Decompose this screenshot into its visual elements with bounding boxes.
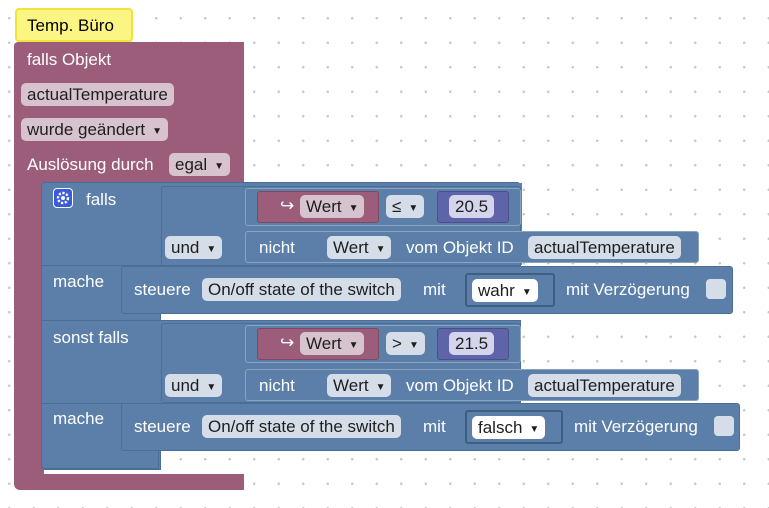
action2-delay-label: mit Verzögerung	[574, 417, 698, 436]
trigger-block-bottom	[14, 474, 244, 490]
return-arrow-icon: ↪	[280, 196, 295, 215]
dropdown-arrow-icon: ▼	[529, 424, 540, 435]
cond2-number-field[interactable]: 21.5	[449, 332, 495, 355]
cond1-wert-dropdown[interactable]: Wert▼	[300, 195, 365, 218]
if-label: falls	[86, 190, 117, 209]
action1-delay-checkbox[interactable]	[706, 279, 726, 299]
cond2-not-label: nicht	[259, 376, 295, 395]
dropdown-arrow-icon: ▼	[521, 287, 532, 298]
cond2-wert-dropdown[interactable]: Wert▼	[300, 332, 365, 355]
action2-value-dropdown[interactable]: falsch▼	[472, 416, 546, 439]
dropdown-arrow-icon: ▼	[408, 340, 419, 351]
comment-bubble[interactable]: Temp. Büro	[15, 8, 133, 42]
dropdown-arrow-icon: ▼	[206, 382, 217, 393]
dropdown-arrow-icon: ▼	[214, 161, 225, 172]
action1-value-slot[interactable]	[465, 273, 555, 307]
trigger-by-label: Auslösung durch	[27, 155, 154, 174]
cond1-and-dropdown[interactable]: und▼	[165, 236, 223, 259]
action1-target-field[interactable]: On/off state of the switch	[202, 278, 401, 301]
trigger-object-id-field[interactable]: actualTemperature	[21, 83, 174, 106]
action1-delay-label: mit Verzögerung	[566, 280, 690, 299]
cond2-of-object-label: vom Objekt ID	[406, 376, 514, 395]
action2-value-slot[interactable]	[465, 410, 563, 444]
dropdown-arrow-icon: ▼	[206, 244, 217, 255]
action2-control-label: steuere	[134, 417, 191, 436]
comment-text: Temp. Büro	[27, 16, 114, 35]
action1-control-label: steuere	[134, 280, 191, 299]
cond2-operator-dropdown[interactable]: >▼	[386, 332, 425, 355]
cond1-not-label: nicht	[259, 238, 295, 257]
cond1-wert2-dropdown[interactable]: Wert▼	[327, 236, 392, 259]
else-if-label: sonst falls	[53, 328, 129, 347]
action1-value-dropdown[interactable]: wahr▼	[472, 279, 538, 302]
gear-icon[interactable]	[53, 188, 73, 208]
cond1-of-object-label: vom Objekt ID	[406, 238, 514, 257]
trigger-block-left	[14, 180, 44, 480]
do-label-2: mache	[53, 409, 105, 428]
cond2-wert2-dropdown[interactable]: Wert▼	[327, 374, 392, 397]
action2-delay-checkbox[interactable]	[714, 416, 734, 436]
if-block-bottom	[41, 451, 159, 469]
cond1-number-field[interactable]: 20.5	[449, 195, 495, 218]
action1-block[interactable]	[121, 266, 733, 314]
action2-with-label: mit	[423, 417, 446, 436]
trigger-changed-dropdown[interactable]: wurde geändert▼	[21, 118, 169, 141]
trigger-by-dropdown[interactable]: egal▼	[169, 153, 231, 176]
dropdown-arrow-icon: ▼	[152, 126, 163, 137]
do-label-1: mache	[53, 272, 105, 291]
dropdown-arrow-icon: ▼	[348, 203, 359, 214]
dropdown-arrow-icon: ▼	[348, 340, 359, 351]
return-arrow-icon: ↪	[280, 333, 295, 352]
cond2-object-field[interactable]: actualTemperature	[528, 374, 681, 397]
action2-target-field[interactable]: On/off state of the switch	[202, 415, 401, 438]
dropdown-arrow-icon: ▼	[375, 382, 386, 393]
cond1-operator-dropdown[interactable]: ≤▼	[386, 195, 425, 218]
cond1-object-field[interactable]: actualTemperature	[528, 236, 681, 259]
action1-with-label: mit	[423, 280, 446, 299]
dropdown-arrow-icon: ▼	[375, 244, 386, 255]
trigger-if-object-label: falls Objekt	[27, 50, 112, 69]
cond2-and-dropdown[interactable]: und▼	[165, 374, 223, 397]
dropdown-arrow-icon: ▼	[408, 203, 419, 214]
